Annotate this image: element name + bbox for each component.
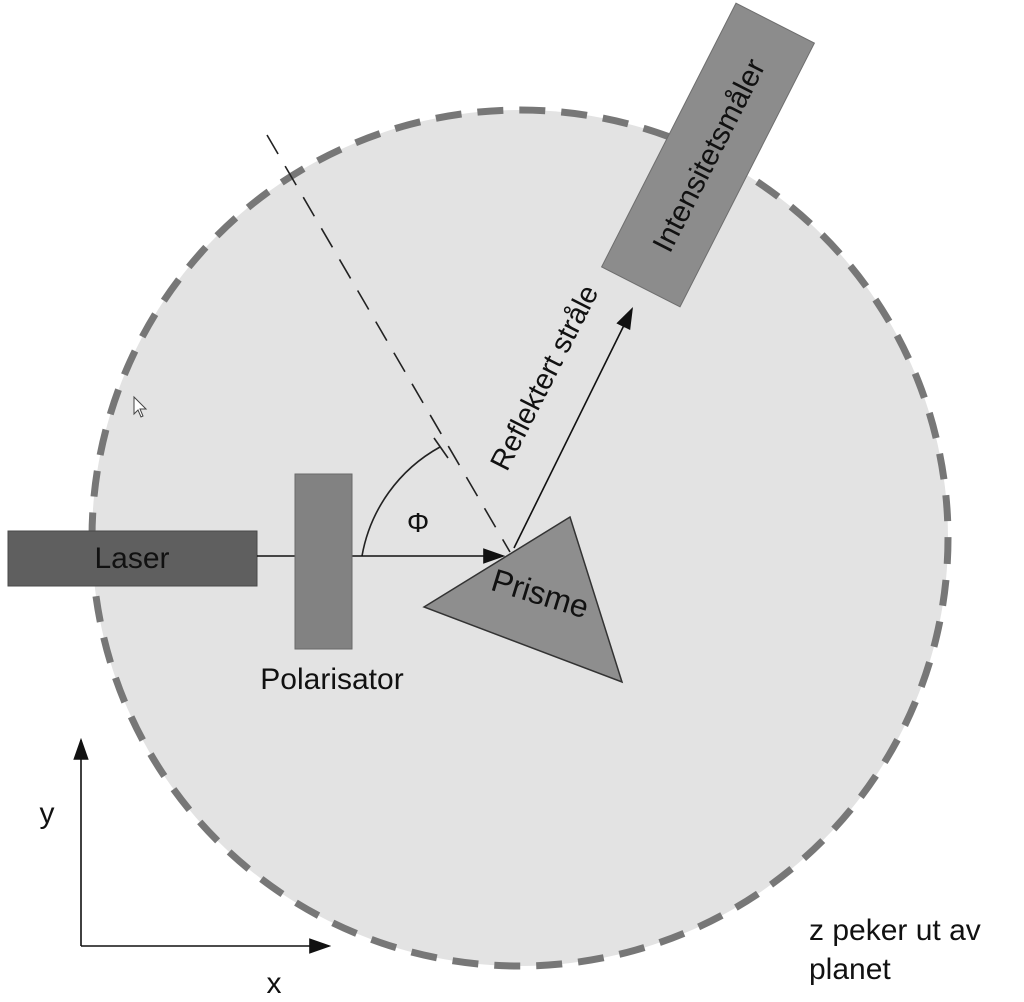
z-note-line2: planet xyxy=(809,953,891,986)
angle-label: Φ xyxy=(407,507,429,538)
laser-label: Laser xyxy=(94,542,169,575)
polarizer xyxy=(294,473,353,650)
polarizer-label: Polarisator xyxy=(260,663,403,696)
x-axis-label: x xyxy=(267,967,282,1000)
cursor-icon xyxy=(133,395,148,418)
angle-arc-tick xyxy=(433,437,449,459)
reflected-beam xyxy=(513,307,633,549)
angle-arc xyxy=(361,446,441,557)
normal-dashed-line xyxy=(266,134,511,553)
laser-body xyxy=(7,530,258,587)
prism xyxy=(422,515,624,684)
z-note-line1: z peker ut av xyxy=(809,914,981,947)
y-axis-label: y xyxy=(40,797,55,830)
